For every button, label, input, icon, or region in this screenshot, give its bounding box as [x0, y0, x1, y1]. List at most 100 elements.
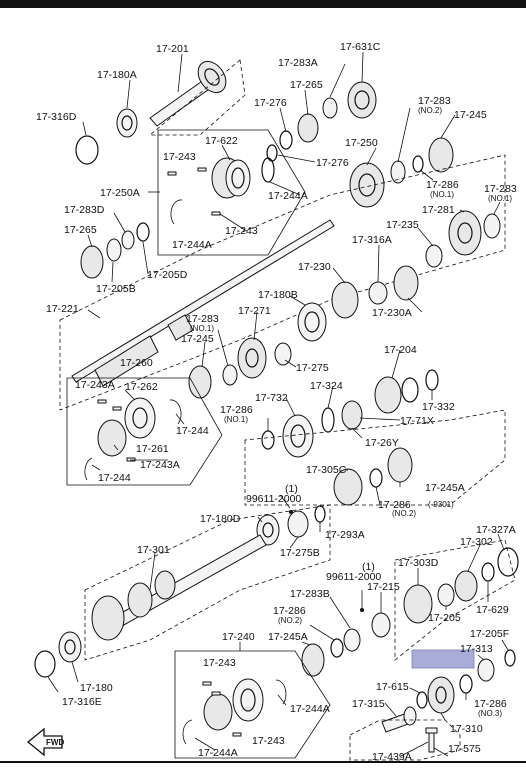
- label-17-243b: 17-243: [225, 225, 258, 237]
- bearing-17-283B: [343, 628, 361, 652]
- label-17-305C: 17-305C: [306, 464, 347, 476]
- sync-box-3: [174, 650, 331, 759]
- keys-17-243-c: [202, 681, 242, 737]
- key-17-243-a: [167, 167, 221, 216]
- label-17-250A: 17-250A: [100, 187, 140, 199]
- label-1a: (1): [285, 483, 298, 495]
- ring-17-276a: [279, 130, 293, 150]
- ring-17-286-no1d: [261, 430, 275, 450]
- label-9301: (-9301): [428, 500, 454, 509]
- shaft-17-315: [381, 706, 417, 733]
- label-17-244A-b: 17-244A: [172, 239, 212, 251]
- label-17-243d: 17-243: [252, 735, 285, 747]
- sync-17-71X: [341, 400, 363, 430]
- label-17-201: 17-201: [156, 43, 189, 55]
- gear-17-271: [237, 337, 267, 379]
- label-17-316E: 17-316E: [62, 696, 102, 708]
- label-no1-b: (NO.1): [488, 194, 512, 203]
- bearing-17-180D: [256, 514, 280, 546]
- ring-17-286-no2c: [330, 638, 344, 658]
- label-17-26Y: 17-26Y: [365, 437, 399, 449]
- label-17-245b: 17-245: [181, 333, 214, 345]
- label-17-286-no2c: 17-286: [273, 605, 306, 617]
- label-17-271: 17-271: [238, 305, 271, 317]
- label-17-283-no1b: 17-283: [484, 183, 517, 195]
- ring-17-316E: [34, 650, 56, 678]
- bearing-17-180B: [297, 302, 327, 342]
- label-17-265b: 17-265: [64, 224, 97, 236]
- bearing-17-283-no1: [483, 213, 501, 239]
- label-17-230: 17-230: [298, 261, 331, 273]
- label-17-230A: 17-230A: [372, 307, 412, 319]
- label-17-324: 17-324: [310, 380, 343, 392]
- label-17-180: 17-180: [80, 682, 113, 694]
- bearing-17-283A: [322, 97, 338, 119]
- gear-17-245A-b: [301, 643, 325, 677]
- dash-frame-6: [349, 719, 461, 761]
- fwd-label: FWD: [46, 738, 64, 747]
- label-17-262: 17-262: [125, 381, 158, 393]
- label-17-301: 17-301: [137, 544, 170, 556]
- bearing-17-180A: [116, 108, 138, 138]
- label-17-283D: 17-283D: [64, 204, 105, 216]
- gear-17-230: [331, 281, 359, 319]
- label-17-283-no2: 17-283: [418, 95, 451, 107]
- label-1b: (1): [362, 561, 375, 573]
- label-17-71X: 17-71X: [400, 415, 434, 427]
- label-17-313: 17-313: [460, 643, 493, 655]
- label-17-732: 17-732: [255, 392, 288, 404]
- dash-frame-1: [148, 59, 246, 136]
- label-no2-b: (NO.2): [392, 509, 416, 518]
- ring-17-205D: [136, 222, 150, 242]
- gear-17-245A-a: [387, 447, 413, 483]
- ring-17-205F: [504, 649, 516, 667]
- label-no3: (NO.3): [478, 709, 502, 718]
- ring-17-316D: [75, 135, 99, 165]
- ring-17-265b: [80, 245, 104, 279]
- label-17-631C: 17-631C: [340, 41, 381, 53]
- label-17-205: 17-205: [428, 612, 461, 624]
- label-17-275B: 17-275B: [280, 547, 320, 559]
- gear-17-281: [448, 210, 482, 256]
- label-17-327A: 17-327A: [476, 524, 516, 536]
- label-17-615: 17-615: [376, 681, 409, 693]
- keys-17-243A: [97, 399, 136, 462]
- gear-17-310: [427, 676, 455, 714]
- gear-17-629: [481, 562, 495, 582]
- sync-17-622: [211, 157, 251, 199]
- label-17-180B: 17-180B: [258, 289, 298, 301]
- label-17-260: 17-260: [120, 357, 153, 369]
- label-17-244A-a: 17-244A: [268, 190, 308, 202]
- label-17-316D: 17-316D: [36, 111, 77, 123]
- label-17-575: 17-575: [448, 743, 481, 755]
- label-17-261: 17-261: [136, 443, 169, 455]
- ring-17-615: [416, 691, 428, 709]
- dash-frame-5: [394, 539, 516, 661]
- ball-99611-2000b: [360, 608, 364, 612]
- label-17-283B: 17-283B: [290, 588, 330, 600]
- dash-frame-4: [84, 504, 331, 661]
- label-17-243c: 17-243: [203, 657, 236, 669]
- bearing-17-313: [477, 658, 495, 682]
- bearing-17-275B: [287, 510, 309, 538]
- gear-17-205: [437, 583, 455, 607]
- gear-17-230A: [393, 265, 419, 301]
- dash-frame-2: [59, 154, 506, 411]
- sync-17-324: [321, 407, 335, 433]
- label-no1-c: (NO.1): [190, 324, 214, 333]
- label-17-245a: 17-245: [454, 109, 487, 121]
- highlight-box[interactable]: [411, 649, 475, 669]
- label-17-275: 17-275: [296, 362, 329, 374]
- sync-box-1: [157, 129, 306, 256]
- label-17-622: 17-622: [205, 135, 238, 147]
- fwd-arrow-icon: FWD: [26, 727, 64, 757]
- part-labels: 17-201 17-180A 17-316D 17-283A 17-631C 1…: [36, 41, 517, 763]
- shaft-17-201: [149, 60, 227, 127]
- gear-17-305C: [333, 468, 363, 506]
- label-17-243A-b: 17-243A: [140, 459, 180, 471]
- label-17-303D: 17-303D: [398, 557, 439, 569]
- label-99611-2000b: 99611-2000: [326, 571, 381, 583]
- label-17-245A-a: 17-245A: [425, 482, 465, 494]
